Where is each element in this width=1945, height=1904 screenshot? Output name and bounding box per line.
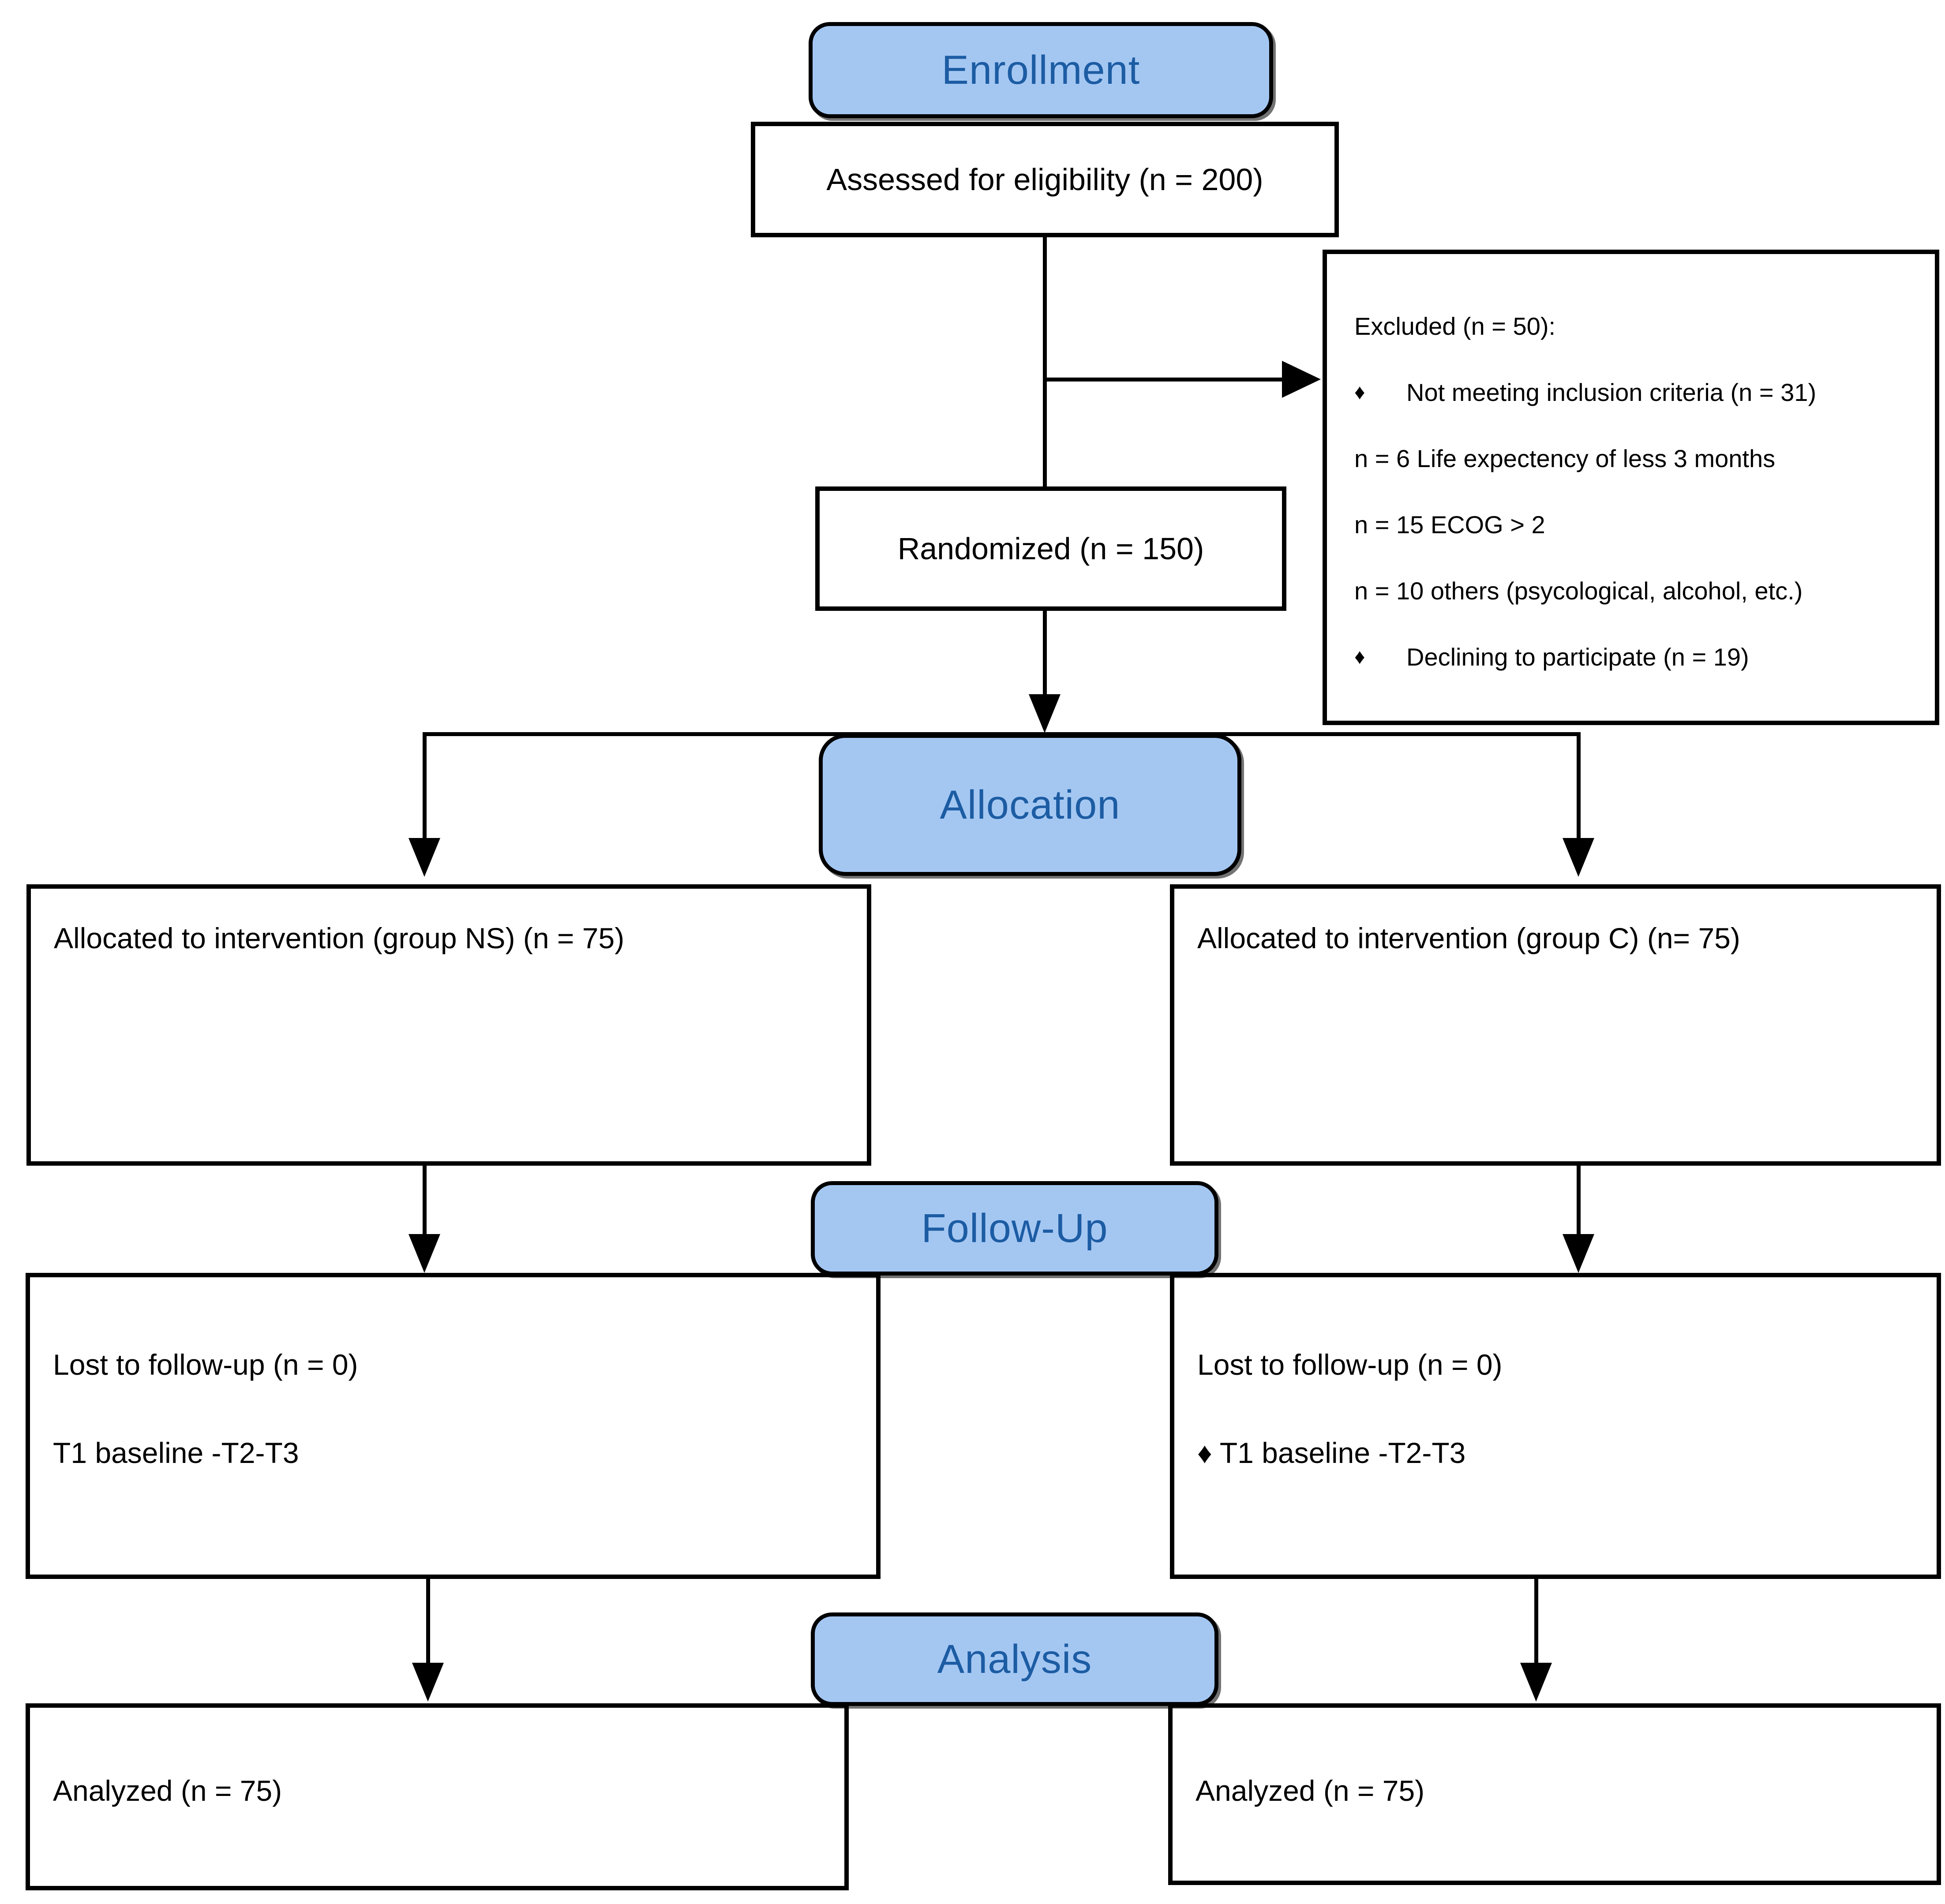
followup-right-timepoints: ♦ T1 baseline -T2-T3 [1197, 1436, 1466, 1469]
arrowhead-down-alloc-left [408, 838, 440, 877]
box-analyzed-right: Analyzed (n = 75) [1168, 1703, 1941, 1885]
excluded-item: n = 6 Life expectency of less 3 months [1354, 444, 1776, 472]
followup-left-timepoints: T1 baseline -T2-T3 [53, 1436, 299, 1469]
followup-left-lost: Lost to follow-up (n = 0) [53, 1348, 358, 1381]
diamond-bullet-icon: ♦ [1354, 645, 1365, 669]
box-assessed: Assessed for eligibility (n = 200) [751, 122, 1339, 237]
stage-followup-label: Follow-Up [921, 1205, 1108, 1251]
stage-enrollment-label: Enrollment [941, 47, 1140, 93]
allocated-ns-text: Allocated to intervention (group NS) (n … [54, 922, 625, 954]
arrowhead-right-excluded [1282, 361, 1321, 398]
stage-analysis-label: Analysis [937, 1636, 1092, 1682]
excluded-content: Excluded (n = 50): ♦ Not meeting inclusi… [1327, 254, 1935, 690]
box-analyzed-left: Analyzed (n = 75) [26, 1703, 849, 1890]
connector-followright-analyzed [1534, 1577, 1538, 1668]
box-followup-right: Lost to follow-up (n = 0) ♦ T1 baseline … [1170, 1273, 1941, 1579]
connector-allocright-followup [1577, 1164, 1581, 1239]
followup-right-lost: Lost to follow-up (n = 0) [1197, 1348, 1503, 1381]
connector-randomized-allocation [1043, 611, 1047, 699]
randomized-text: Randomized (n = 150) [897, 531, 1204, 566]
connector-assessed-randomized [1043, 236, 1047, 490]
arrowhead-down-alloc-right [1563, 838, 1594, 877]
excluded-item: n = 15 ECOG > 2 [1354, 510, 1545, 539]
stage-enrollment: Enrollment [809, 22, 1273, 118]
allocated-c-text: Allocated to intervention (group C) (n= … [1197, 922, 1740, 954]
box-followup-left: Lost to follow-up (n = 0) T1 baseline -T… [26, 1273, 881, 1579]
arrowhead-down-followup-right [1563, 1234, 1594, 1273]
box-randomized: Randomized (n = 150) [815, 486, 1286, 611]
arrowhead-down-analyzed-right [1520, 1663, 1552, 1702]
stage-followup: Follow-Up [811, 1181, 1218, 1276]
connector-branch-left-drop [423, 732, 427, 840]
connector-branch-excluded [1045, 378, 1285, 382]
excluded-item: ♦ Not meeting inclusion criteria (n = 31… [1354, 378, 1817, 406]
box-allocated-c: Allocated to intervention (group C) (n= … [1170, 884, 1941, 1166]
arrowhead-down-followup-left [408, 1234, 440, 1273]
box-excluded: Excluded (n = 50): ♦ Not meeting inclusi… [1323, 250, 1939, 725]
excluded-item: n = 10 others (psycological, alcohol, et… [1354, 576, 1803, 605]
diamond-bullet-icon: ♦ [1354, 380, 1365, 404]
stage-allocation-label: Allocation [940, 782, 1121, 827]
connector-allocleft-followup [423, 1164, 427, 1239]
excluded-item: ♦ Declining to participate (n = 19) [1354, 643, 1749, 671]
analyzed-right-text: Analyzed (n = 75) [1195, 1774, 1425, 1807]
excluded-title: Excluded (n = 50): [1354, 312, 1556, 340]
connector-branch-right-drop [1577, 732, 1581, 840]
analyzed-left-text: Analyzed (n = 75) [53, 1774, 282, 1807]
box-allocated-ns: Allocated to intervention (group NS) (n … [26, 884, 871, 1166]
connector-followleft-analyzed [426, 1577, 430, 1668]
arrowhead-down-allocation [1029, 694, 1061, 733]
arrowhead-down-analyzed-left [412, 1663, 444, 1702]
stage-analysis: Analysis [811, 1612, 1218, 1706]
assessed-text: Assessed for eligibility (n = 200) [826, 162, 1263, 197]
stage-allocation: Allocation [819, 734, 1241, 876]
